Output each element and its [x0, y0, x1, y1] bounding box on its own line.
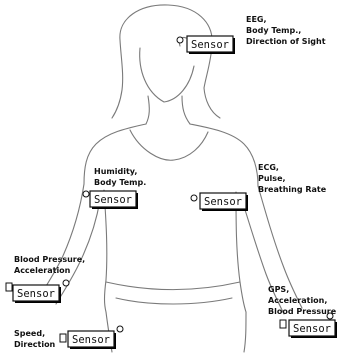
sensor-hand: Sensor GPS, Acceleration, Blood Pressure [268, 285, 337, 338]
waist-fold [116, 298, 232, 304]
sensor-leg: Sensor Speed, Direction [14, 326, 123, 349]
sensor-leg-note-2: Direction [14, 340, 56, 349]
sensor-leg-node [117, 326, 123, 332]
sensor-chest-note-1: ECG, [258, 163, 279, 172]
sensor-hand-note-1: GPS, [268, 285, 289, 294]
sensor-leg-label: Sensor [72, 334, 110, 346]
left-arm-outer [40, 184, 84, 296]
sensor-hand-note-2: Acceleration, [268, 296, 327, 305]
sensor-upper-arm-label: Sensor [94, 194, 132, 206]
sensor-wrist-clip [6, 283, 12, 291]
sensor-chest-note-2: Pulse, [258, 174, 286, 183]
sensor-hand-clip [280, 320, 286, 328]
sensor-leg-clip [60, 334, 66, 342]
waistband [106, 282, 240, 290]
sensor-head-note-3: Direction of Sight [246, 37, 326, 46]
sensor-head-note-1: EEG, [246, 15, 267, 24]
neck-outline [146, 96, 190, 124]
sensor-chest-label: Sensor [204, 196, 242, 208]
hair-left-side [112, 40, 123, 118]
sensor-head-note-2: Body Temp., [246, 26, 301, 35]
face-outline [140, 48, 194, 102]
sensor-chest: Sensor ECG, Pulse, Breathing Rate [191, 163, 327, 211]
sensor-hand-note-3: Blood Pressure [268, 307, 337, 316]
sensor-chest-node [191, 195, 197, 201]
sensor-wrist-note-1: Blood Pressure, [14, 255, 85, 264]
right-leg [244, 312, 246, 352]
sensor-hand-label: Sensor [293, 323, 331, 335]
sensor-upper-arm-note-2: Body Temp. [94, 178, 146, 187]
sensor-upper-arm-note-1: Humidity, [94, 167, 137, 176]
sensor-head-node [177, 37, 183, 43]
sensor-leg-note-1: Speed, [14, 329, 45, 338]
sensor-head: Sensor EEG, Body Temp., Direction of Sig… [177, 15, 326, 54]
sensor-upper-arm: Sensor Humidity, Body Temp. [83, 167, 146, 209]
right-shoulder [190, 124, 258, 186]
collar [130, 130, 208, 160]
sensor-wrist-node [63, 280, 69, 286]
sensor-wrist-label: Sensor [17, 288, 55, 300]
hair-outline [120, 5, 220, 118]
sensor-head-label: Sensor [191, 39, 229, 51]
sensor-upper-arm-node [83, 191, 89, 197]
left-arm-inner [56, 200, 100, 304]
sensor-wrist: Sensor Blood Pressure, Acceleration [6, 255, 85, 303]
sensor-chest-note-3: Breathing Rate [258, 185, 327, 194]
sensor-wrist-note-2: Acceleration [14, 266, 71, 275]
